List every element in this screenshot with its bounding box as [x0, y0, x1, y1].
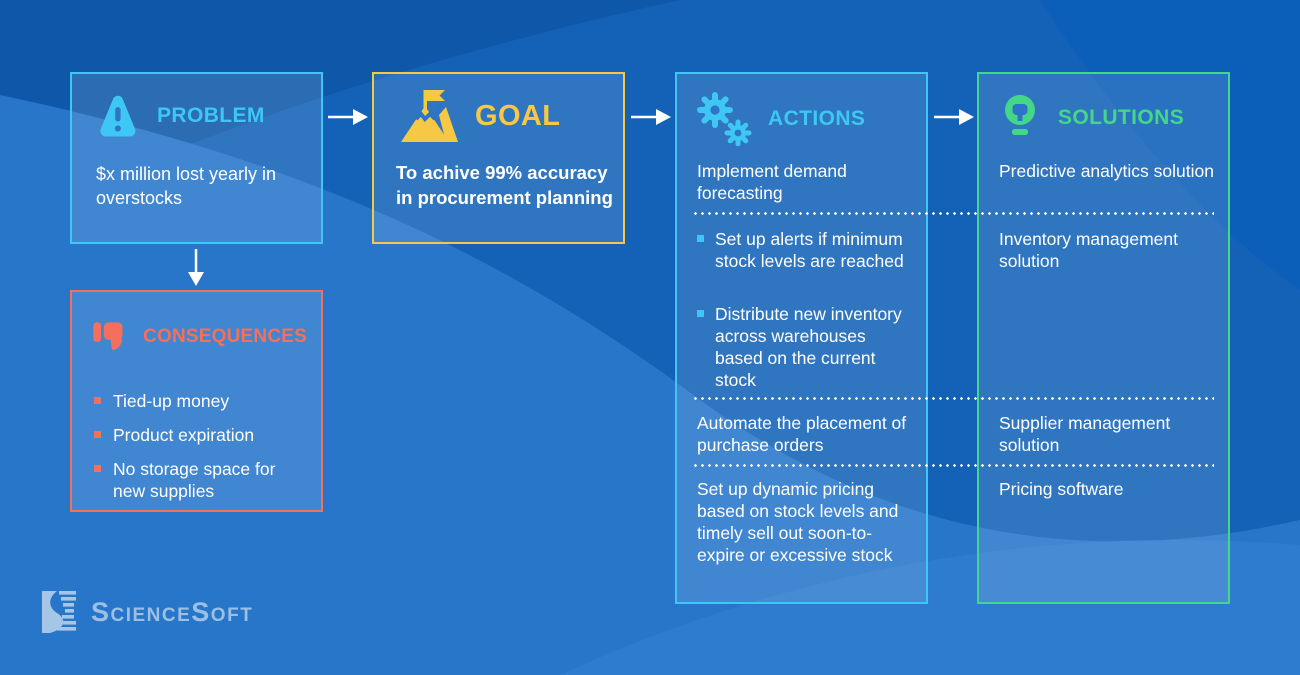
- consequences-title: CONSEQUENCES: [143, 326, 307, 347]
- arrow-right-icon: [328, 109, 368, 125]
- solutions-item: Supplier management solution: [999, 413, 1171, 455]
- solutions-item: Pricing software: [999, 479, 1124, 499]
- solutions-header: SOLUTIONS: [979, 74, 1228, 144]
- mountain-flag-icon: [401, 90, 458, 142]
- dotted-separator: [692, 397, 1214, 400]
- problem-text: $x million lost yearly in overstocks: [96, 164, 277, 208]
- square-bullet-icon: [94, 431, 101, 438]
- square-bullet-icon: [697, 310, 704, 317]
- consequences-item: Tied-up money: [94, 390, 305, 412]
- problem-header: PROBLEM: [72, 74, 321, 140]
- arrow-down-icon: [188, 249, 204, 286]
- solutions-item: Predictive analytics solution: [999, 161, 1214, 181]
- arrow-right-icon: [631, 109, 671, 125]
- goal-box: GOAL To achive 99% accuracy in procureme…: [372, 72, 625, 244]
- consequences-header: CONSEQUENCES: [72, 292, 321, 360]
- thumbs-down-icon: [93, 322, 123, 350]
- consequences-text: No storage space for new supplies: [113, 459, 276, 501]
- sciencesoft-logo-mark: [42, 591, 76, 633]
- consequences-list: Tied-up money Product expiration No stor…: [72, 390, 321, 502]
- arrow-right-icon: [934, 109, 974, 125]
- solutions-box: SOLUTIONS Predictive analytics solution …: [977, 72, 1230, 604]
- consequences-text: Product expiration: [113, 425, 255, 445]
- consequences-text: Tied-up money: [113, 391, 230, 411]
- problem-box: PROBLEM $x million lost yearly in overst…: [70, 72, 323, 244]
- actions-box: ACTIONS Implement demand forecasting Set…: [675, 72, 928, 604]
- dotted-separator: [692, 212, 1214, 215]
- actions-bullet-item: Distribute new inventory across warehous…: [697, 303, 915, 391]
- problem-title: PROBLEM: [157, 104, 265, 127]
- gears-icon: [697, 92, 752, 146]
- lightbulb-icon: [1005, 95, 1035, 135]
- dotted-separator: [692, 464, 1214, 467]
- solutions-title: SOLUTIONS: [1058, 106, 1185, 129]
- goal-header: GOAL: [374, 74, 623, 148]
- consequences-item: Product expiration: [94, 424, 305, 446]
- square-bullet-icon: [94, 397, 101, 404]
- actions-header: ACTIONS: [677, 74, 926, 146]
- actions-step-1: Implement demand forecasting: [697, 161, 847, 203]
- actions-step-4: Set up dynamic pricing based on stock le…: [697, 479, 899, 565]
- solutions-item: Inventory management solution: [999, 229, 1178, 271]
- goal-text: To achive 99% accuracy in procurement pl…: [396, 162, 613, 208]
- goal-title: GOAL: [475, 99, 561, 132]
- square-bullet-icon: [697, 235, 704, 242]
- consequences-box: CONSEQUENCES Tied-up money Product expir…: [70, 290, 323, 512]
- actions-bullet-text: Distribute new inventory across warehous…: [715, 304, 902, 390]
- square-bullet-icon: [94, 465, 101, 472]
- sciencesoft-logo-text: ScienceSoft: [91, 596, 254, 627]
- warning-icon: [100, 95, 136, 137]
- actions-bullet-text: Set up alerts if minimum stock levels ar…: [715, 229, 904, 271]
- actions-bullet-item: Set up alerts if minimum stock levels ar…: [697, 228, 915, 272]
- consequences-item: No storage space for new supplies: [94, 458, 305, 502]
- actions-step-3: Automate the placement of purchase order…: [697, 413, 907, 455]
- actions-title: ACTIONS: [768, 107, 866, 130]
- sciencesoft-logo: ScienceSoft: [40, 589, 253, 635]
